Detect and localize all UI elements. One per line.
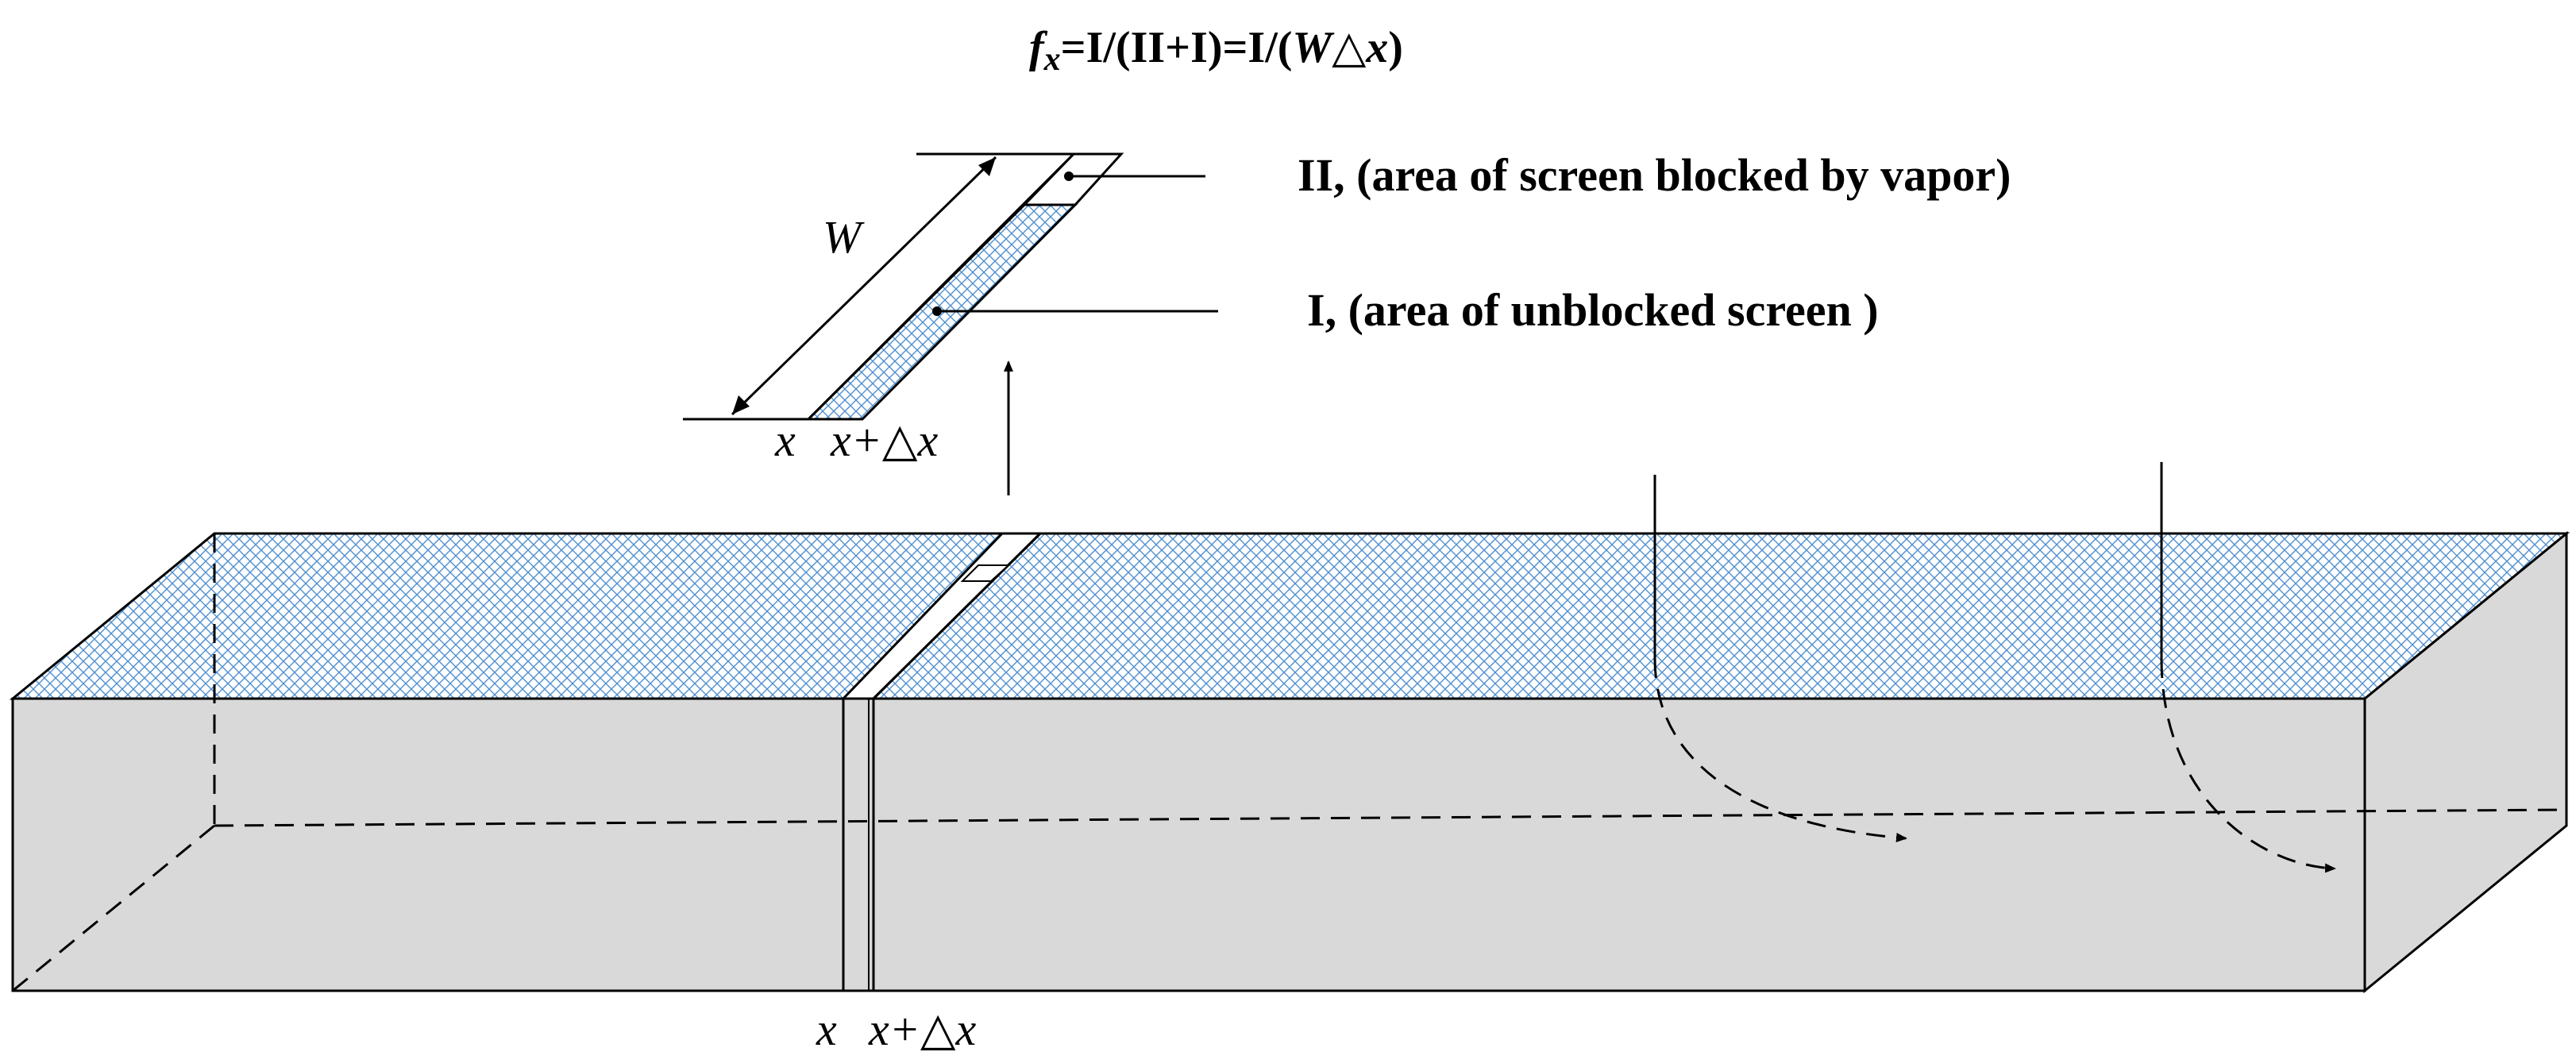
mesh-screen-top: [9, 532, 2570, 700]
label-width-W: W: [823, 211, 865, 263]
label-region-II: II, (area of screen blocked by vapor): [1298, 149, 2011, 201]
label-inset-x-dx: x+△x: [830, 414, 938, 466]
label-region-I: I, (area of unblocked screen ): [1307, 284, 1879, 336]
label-bottom-x-dx: x+△x: [868, 1003, 976, 1055]
inset-strip-blocked: [1021, 152, 1124, 206]
flow-curve-1: [1653, 658, 1907, 843]
box-front-face: [11, 697, 2366, 992]
width-arrow: [731, 156, 997, 416]
label-inset-x: x: [774, 414, 796, 466]
hidden-edges: [12, 533, 2567, 992]
formula-title: fx=I/(II+I)=I/(W△x): [1029, 23, 1403, 78]
flow-curve-2: [2160, 658, 2336, 873]
label-bottom-x: x: [816, 1003, 837, 1055]
